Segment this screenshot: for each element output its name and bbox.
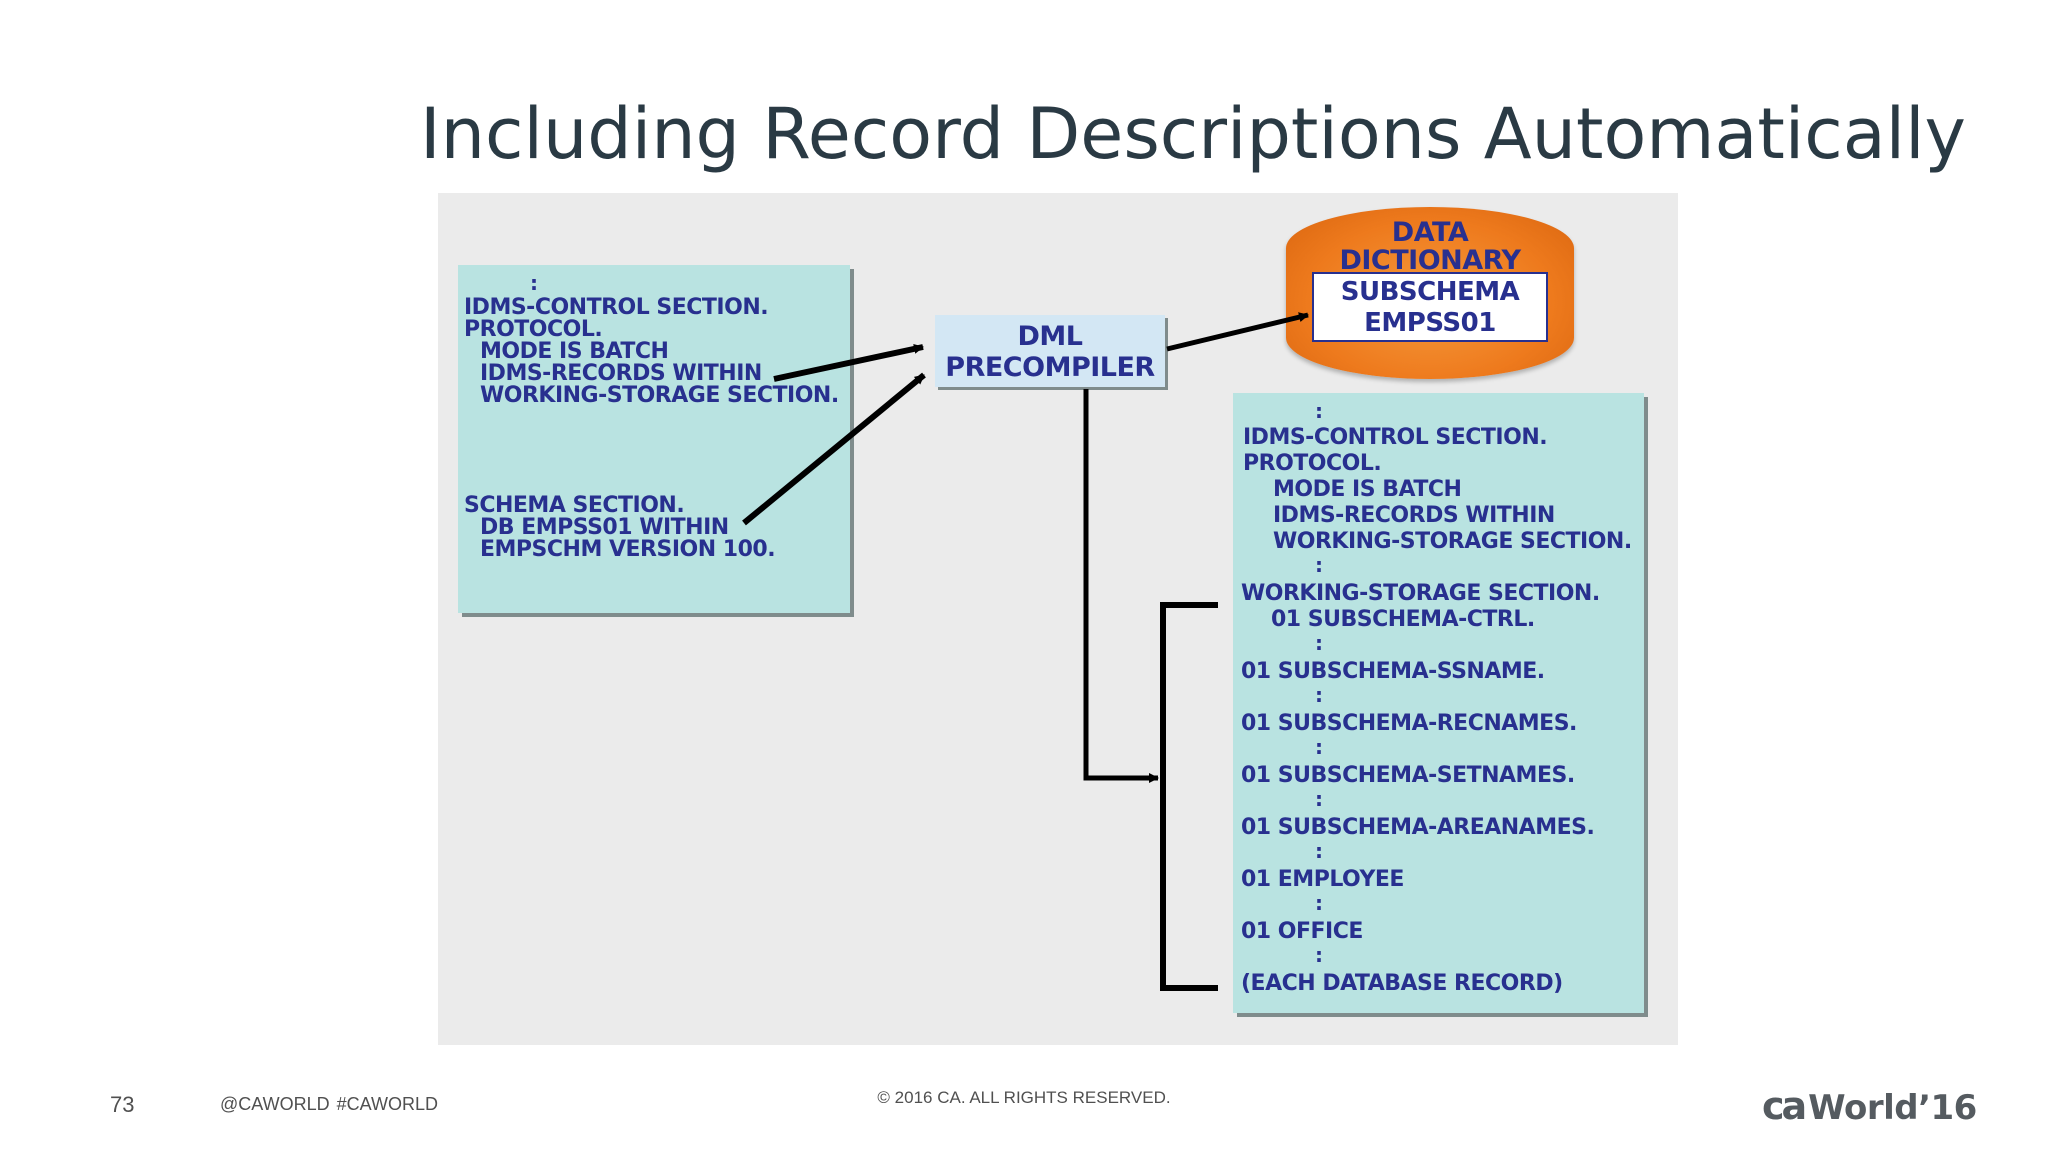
subschema-label-line2: EMPSS01: [1364, 308, 1496, 338]
source-line: MODE IS BATCH: [480, 339, 669, 364]
output-line: WORKING-STORAGE SECTION.: [1273, 529, 1632, 554]
source-line: PROTOCOL.: [464, 317, 603, 342]
subschema-label-box: SUBSCHEMA EMPSS01: [1312, 272, 1548, 342]
diagram-figure: : IDMS-CONTROL SECTION. PROTOCOL. MODE I…: [438, 193, 1678, 1045]
arrow-schema-to-precompiler: [742, 372, 926, 526]
ellipsis-dots: :: [1315, 683, 1323, 707]
source-line: WORKING-STORAGE SECTION.: [480, 383, 839, 408]
source-line: SCHEMA SECTION.: [464, 493, 685, 518]
output-line: 01 SUBSCHEMA-AREANAMES.: [1241, 815, 1595, 840]
social-handles: @CAWORLD #CAWORLD: [220, 1094, 438, 1114]
dml-precompiler-box: DML PRECOMPILER: [935, 315, 1165, 387]
output-line: 01 SUBSCHEMA-CTRL.: [1271, 607, 1535, 632]
output-line: 01 EMPLOYEE: [1241, 867, 1404, 892]
output-line: WORKING-STORAGE SECTION.: [1241, 581, 1600, 606]
ellipsis-dots: :: [1315, 787, 1323, 811]
ca-logo-mark: ca: [1762, 1084, 1807, 1128]
source-line: IDMS-RECORDS WITHIN: [480, 361, 762, 386]
ellipsis-dots: :: [1315, 631, 1323, 655]
output-bracket: [1160, 602, 1218, 991]
output-line: 01 SUBSCHEMA-SSNAME.: [1241, 659, 1545, 684]
ellipsis-dots: :: [1315, 839, 1323, 863]
output-line: (EACH DATABASE RECORD): [1241, 971, 1563, 996]
dictionary-title-line1: DATA: [1391, 217, 1469, 248]
precompiler-label-line2: PRECOMPILER: [945, 352, 1155, 383]
arrow-precompiler-to-dictionary: [1166, 312, 1309, 352]
dictionary-title-line2: DICTIONARY: [1339, 245, 1521, 276]
source-line: IDMS-CONTROL SECTION.: [464, 295, 769, 320]
output-line: MODE IS BATCH: [1273, 477, 1462, 502]
ellipsis-dots: :: [530, 271, 538, 295]
ellipsis-dots: :: [1315, 399, 1323, 423]
arrow-precompiler-to-output: [1083, 389, 1159, 783]
output-line: IDMS-RECORDS WITHIN: [1273, 503, 1555, 528]
output-line: IDMS-CONTROL SECTION.: [1243, 425, 1548, 450]
source-code-box: : IDMS-CONTROL SECTION. PROTOCOL. MODE I…: [458, 265, 850, 613]
connector-lines: [742, 312, 1309, 991]
output-line: 01 SUBSCHEMA-RECNAMES.: [1241, 711, 1577, 736]
data-dictionary-title: DATA DICTIONARY: [1286, 219, 1574, 275]
ellipsis-dots: :: [1315, 891, 1323, 915]
precompiler-label-line1: DML: [1017, 321, 1084, 352]
ca-logo-text: World’16: [1808, 1088, 1977, 1128]
output-line: PROTOCOL.: [1243, 451, 1382, 476]
data-dictionary-cylinder: DATA DICTIONARY SUBSCHEMA EMPSS01: [1286, 207, 1574, 379]
output-line: 01 SUBSCHEMA-SETNAMES.: [1241, 763, 1575, 788]
subschema-label-line1: SUBSCHEMA: [1340, 277, 1520, 307]
copyright-notice: © 2016 CA. ALL RIGHTS RESERVED.: [877, 1088, 1171, 1107]
output-line: 01 OFFICE: [1241, 919, 1363, 944]
arrow-protocol-to-precompiler: [773, 344, 924, 382]
page-number: 73: [110, 1092, 135, 1117]
ellipsis-dots: :: [1315, 735, 1323, 759]
ellipsis-dots: :: [1315, 943, 1323, 967]
slide-title: Including Record Descriptions Automatica…: [420, 93, 1966, 175]
generated-code-box: : IDMS-CONTROL SECTION. PROTOCOL. MODE I…: [1233, 393, 1644, 1013]
ellipsis-dots: :: [1315, 553, 1323, 577]
source-line: EMPSCHM VERSION 100.: [480, 537, 776, 562]
source-line: DB EMPSS01 WITHIN: [480, 515, 729, 540]
